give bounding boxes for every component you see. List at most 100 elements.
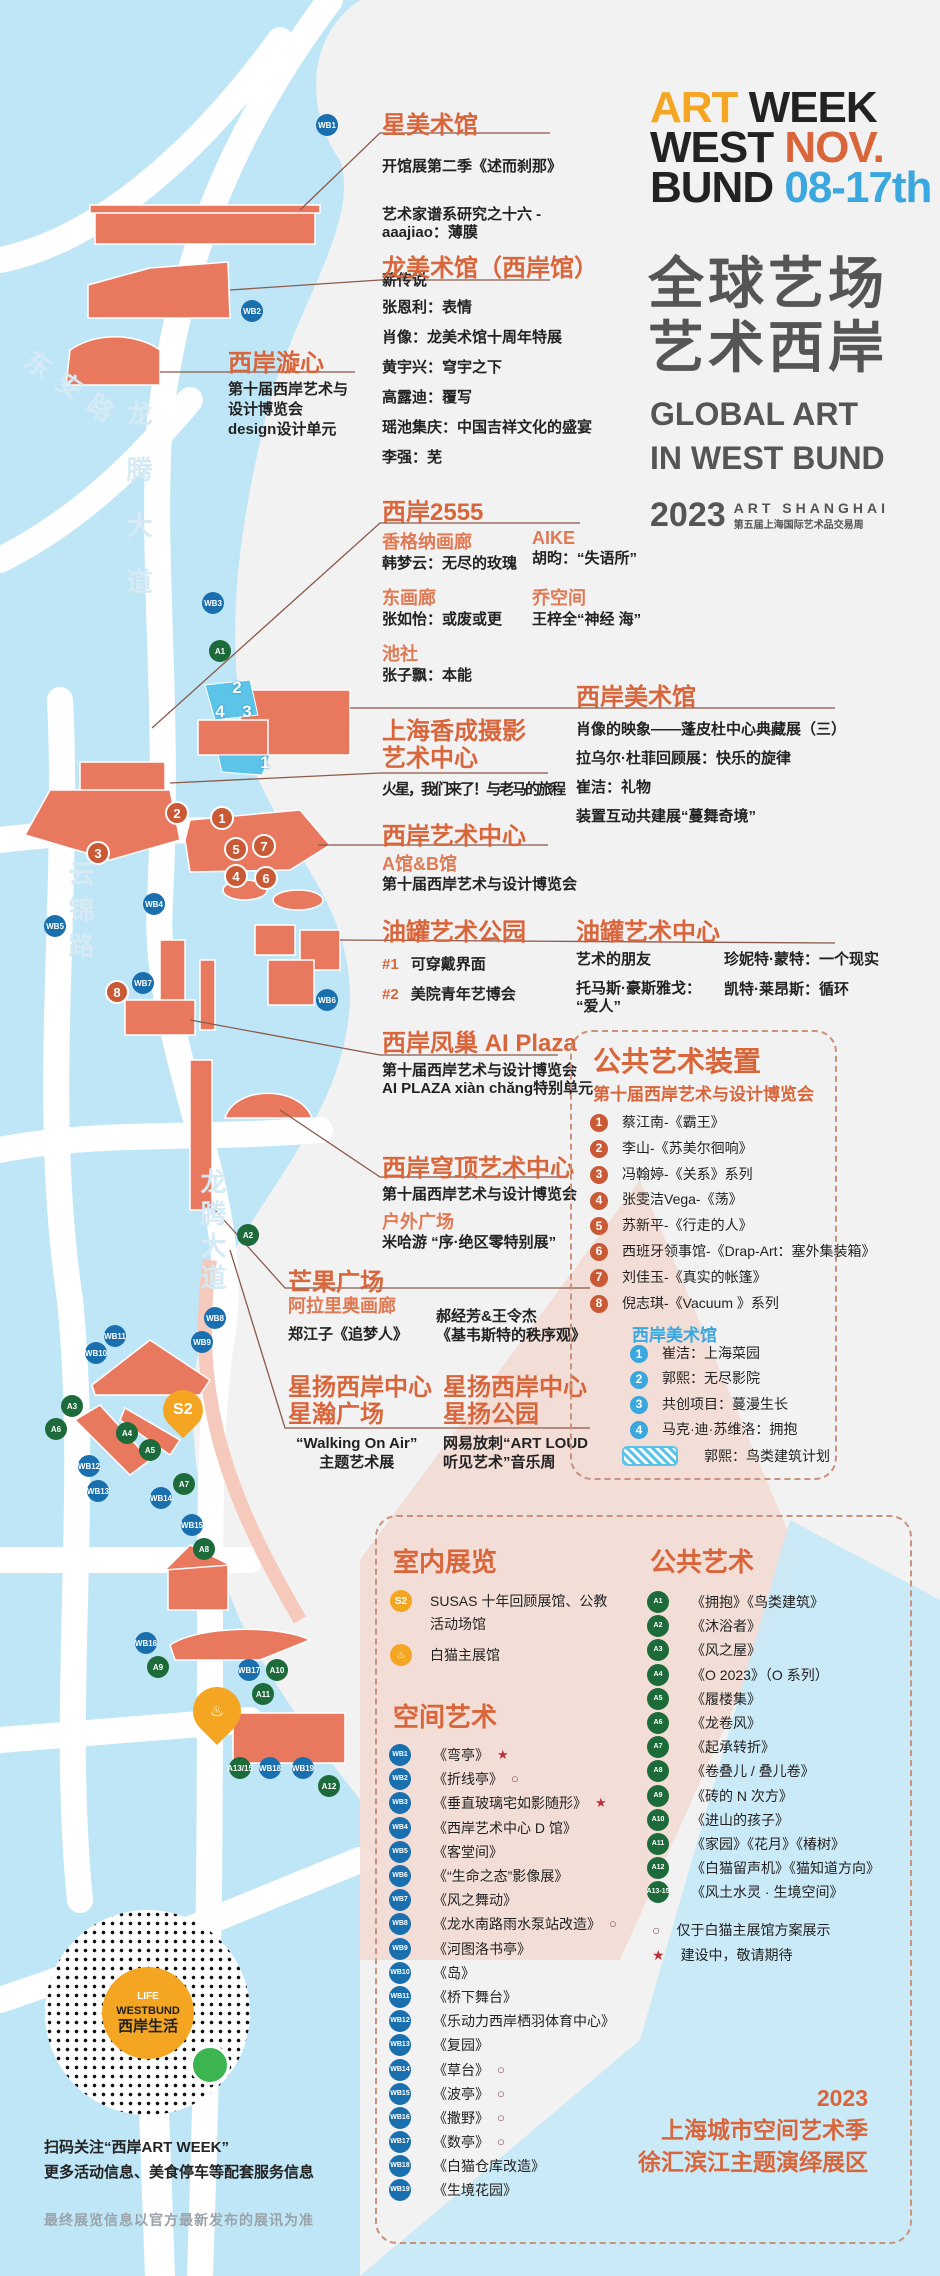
list-item: A2《沐浴者》: [647, 1614, 880, 1638]
map-marker-wb1[interactable]: WB1: [316, 114, 338, 136]
venue-title-mango-plaza[interactable]: 芒果广场: [288, 1269, 384, 1296]
map-marker-a12[interactable]: A12: [318, 1775, 340, 1797]
map-marker-a13-15[interactable]: A13/15: [227, 1757, 253, 1779]
list-item: A7《起承转折》: [647, 1735, 880, 1759]
map-marker-a3[interactable]: A3: [61, 1395, 83, 1417]
venue-title-west-bund-museum[interactable]: 西岸美术馆: [576, 684, 696, 711]
marker-badge-icon: WB17: [389, 2131, 411, 2154]
map-marker-wb17[interactable]: WB17: [238, 1659, 260, 1681]
list-item: A4《O 2023》（O 系列）: [647, 1663, 880, 1687]
ring-icon: ○: [652, 1922, 661, 1938]
map-marker-a11[interactable]: A11: [252, 1683, 274, 1705]
venue-title-art-center[interactable]: 西岸艺术中心: [382, 823, 526, 850]
map-install-number-5[interactable]: 5: [224, 837, 248, 861]
marker-badge-icon: WB2: [389, 1768, 411, 1791]
map-marker-wb6[interactable]: WB6: [316, 989, 338, 1011]
map-install-number-8[interactable]: 8: [105, 980, 129, 1004]
map-install-number-7[interactable]: 7: [252, 834, 276, 858]
marker-badge-icon: A5: [647, 1687, 669, 1710]
map-marker-wb5[interactable]: WB5: [44, 915, 66, 937]
venue-title-star-museum[interactable]: 星美术馆: [382, 112, 478, 139]
venue-items-xuanxin: 第十届西岸艺术与 设计博览会 design设计单元: [228, 381, 349, 438]
map-marker-wb10[interactable]: WB10: [85, 1342, 107, 1364]
map-museum-install-number-2[interactable]: 2: [232, 678, 242, 697]
item-text: 《沐浴者》: [691, 1618, 761, 1635]
art-week-logo: ART WEEK WEST NOV. BUND 08-17th: [650, 83, 932, 212]
venue-title-westbund-2555[interactable]: 西岸2555: [382, 499, 484, 526]
indoor-item-white-cat: ♨ 白猫主展馆: [390, 1644, 500, 1667]
list-item: A8《卷叠儿 / 叠儿卷》: [647, 1759, 880, 1783]
map-marker-wb15[interactable]: WB15: [181, 1514, 203, 1536]
map-marker-wb14[interactable]: WB14: [150, 1487, 172, 1509]
item-text: 李山-《苏美尔徊响》: [622, 1139, 753, 1156]
marker-badge-icon: A11: [647, 1832, 669, 1855]
map-marker-wb7[interactable]: WB7: [132, 972, 154, 994]
list-item: WB19《生境花园》: [389, 2178, 617, 2202]
venue-title-tank-center[interactable]: 油罐艺术中心: [576, 919, 720, 946]
road-label-longteng: 龙腾大道: [123, 400, 153, 624]
marker-badge-icon: A4: [647, 1663, 669, 1686]
road-label-longteng-south: 龙腾大道: [197, 1168, 227, 1296]
map-marker-a8[interactable]: A8: [193, 1538, 215, 1560]
map-marker-a9[interactable]: A9: [147, 1656, 169, 1678]
marker-badge-icon: A8: [647, 1760, 669, 1783]
list-item: WB1《弯亭》★: [389, 1743, 617, 1767]
map-marker-a5[interactable]: A5: [139, 1439, 161, 1461]
venue-items-long-museum: 张恩利：表情肖像：龙美术馆十周年特展黄宇兴：穹宇之下高露迪：覆写瑶池集庆：中国吉…: [382, 299, 593, 466]
item-text: 《家园》《花月》《椿树》: [691, 1835, 845, 1852]
map-marker-wb18[interactable]: WB18: [259, 1757, 281, 1779]
map-museum-install-number-4[interactable]: 4: [215, 702, 225, 721]
map-marker-wb8[interactable]: WB8: [204, 1307, 226, 1329]
map-marker-a4[interactable]: A4: [116, 1422, 138, 1444]
item-text: 《垂直玻璃宅如影随形》: [433, 1795, 587, 1812]
mini-program-qr-code[interactable]: LIFE WESTBUND 西岸生活: [45, 1910, 250, 2115]
venue-title-ai-plaza[interactable]: 西岸凤巢 AI Plaza: [382, 1030, 577, 1057]
map-install-number-2[interactable]: 2: [165, 801, 189, 825]
map-marker-a1[interactable]: A1: [209, 640, 231, 662]
venue-title-dome[interactable]: 西岸穹顶艺术中心: [382, 1155, 574, 1182]
map-marker-wb16[interactable]: WB16: [135, 1632, 157, 1654]
map-museum-install-number-1[interactable]: 1: [260, 753, 270, 772]
venue-title-xiangcheng[interactable]: 上海香成摄影 艺术中心: [382, 718, 526, 772]
map-install-number-1[interactable]: 1: [210, 806, 234, 830]
marker-badge-icon: A13-15: [647, 1881, 669, 1904]
map-marker-wb11[interactable]: WB11: [104, 1325, 126, 1347]
mini-program-icon: [190, 2045, 230, 2085]
list-item: WB5《客堂间》: [389, 1840, 617, 1864]
map-marker-wb12[interactable]: WB12: [78, 1455, 100, 1477]
item-text: 《进山的孩子》: [691, 1811, 789, 1828]
list-item: WB10《岛》: [389, 1961, 617, 1985]
dome-outdoor-plaza: 户外广场: [382, 1212, 454, 1232]
venue-title-xingyang-plaza[interactable]: 星扬西岸中心 星瀚广场: [288, 1374, 432, 1428]
list-item: WB15《波亭》○: [389, 2082, 617, 2106]
map-marker-a10[interactable]: A10: [266, 1659, 288, 1681]
map-marker-a2[interactable]: A2: [237, 1224, 259, 1246]
map-museum-install-number-3[interactable]: 3: [242, 702, 252, 721]
item-text: 《砖的 N 次方》: [691, 1787, 793, 1804]
map-install-number-4[interactable]: 4: [224, 864, 248, 888]
map-marker-wb2[interactable]: WB2: [241, 300, 263, 322]
map-marker-wb19[interactable]: WB19: [292, 1757, 314, 1779]
map-install-number-3[interactable]: 3: [86, 841, 110, 865]
venue-title-tank-park[interactable]: 油罐艺术公园: [382, 919, 526, 946]
blue-triangle: [360, 1520, 940, 2276]
marker-badge-icon: WB13: [389, 2034, 411, 2057]
spatial-art-list: WB1《弯亭》★WB2《折线亭》○WB3《垂直玻璃宅如影随形》★WB4《西岸艺术…: [389, 1743, 617, 2203]
map-install-number-6[interactable]: 6: [254, 866, 278, 890]
venue-title-xingyang-park[interactable]: 星扬西岸中心 星扬公园: [443, 1374, 587, 1428]
map-marker-wb9[interactable]: WB9: [191, 1331, 213, 1353]
item-text: 《拥抱》《鸟类建筑》: [691, 1594, 824, 1611]
map-marker-a6[interactable]: A6: [45, 1418, 67, 1440]
map-legend-panel: [375, 1515, 912, 2244]
venue-title-long-museum[interactable]: 龙美术馆（西岸馆）: [382, 255, 598, 282]
map-marker-wb4[interactable]: WB4: [143, 893, 165, 915]
map-marker-wb13[interactable]: WB13: [87, 1480, 109, 1502]
map-marker-wb3[interactable]: WB3: [202, 592, 224, 614]
map-marker-a7[interactable]: A7: [173, 1473, 195, 1495]
venue-title-xuanxin[interactable]: 西岸漩心: [228, 350, 324, 377]
spatial-art-title: 空间艺术: [393, 1702, 498, 1732]
